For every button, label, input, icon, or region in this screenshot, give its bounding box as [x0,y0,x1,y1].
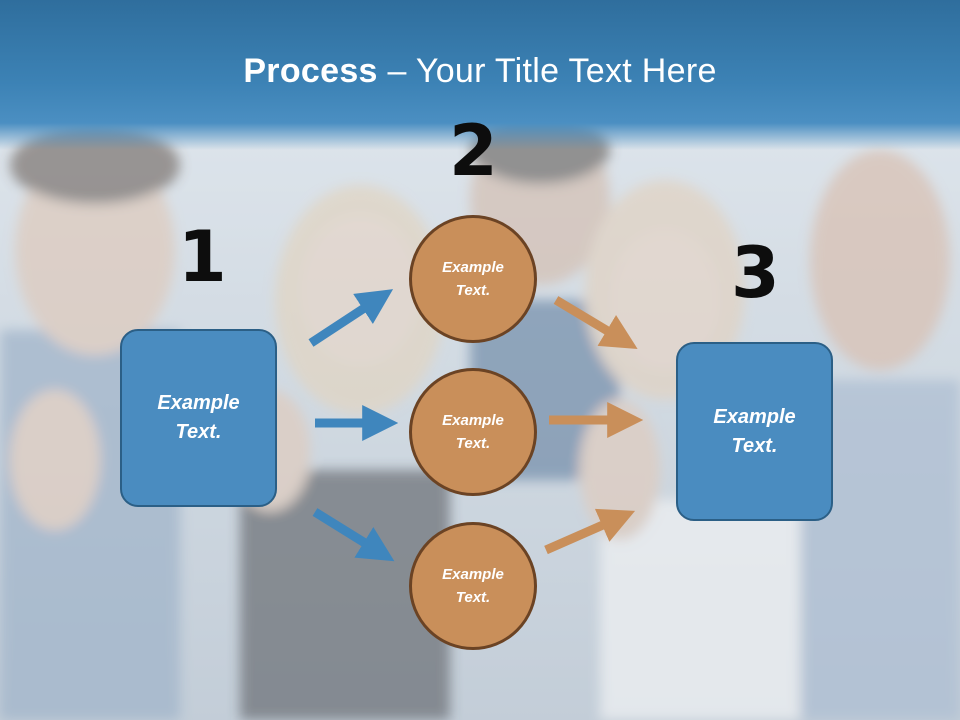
orange-arrow-up [544,508,636,555]
right-box-line2: Text. [731,434,778,457]
left-box-line2: Text. [175,421,222,443]
page-title: Process – Your Title Text Here [0,52,960,91]
process-circle-bottom[interactable]: Example Text. [409,522,537,650]
process-circle-middle[interactable]: Example Text. [409,368,537,496]
circle-middle-line2: Text. [455,435,491,452]
step-number-2: 2 [449,110,498,192]
blue-arrow-down [312,508,395,562]
blue-arrow-up [308,289,394,347]
circle-top-line1: Example [442,259,504,276]
circle-middle-line1: Example [442,412,504,429]
right-box-line1: Example [713,405,796,428]
right-process-box[interactable]: Example Text. [676,342,833,521]
orange-arrow-down [553,296,638,349]
step-number-1: 1 [178,216,227,298]
left-process-box[interactable]: Example Text. [120,329,277,507]
process-circle-top[interactable]: Example Text. [409,215,537,343]
left-box-line1: Example [157,392,240,414]
step-number-3: 3 [731,232,780,314]
circle-bottom-line1: Example [442,566,504,583]
circle-top-line2: Text. [455,282,491,299]
title-bar [0,0,960,150]
title-bold: Process [243,52,378,90]
title-rest: – Your Title Text Here [377,52,717,90]
circle-bottom-line2: Text. [455,589,491,606]
